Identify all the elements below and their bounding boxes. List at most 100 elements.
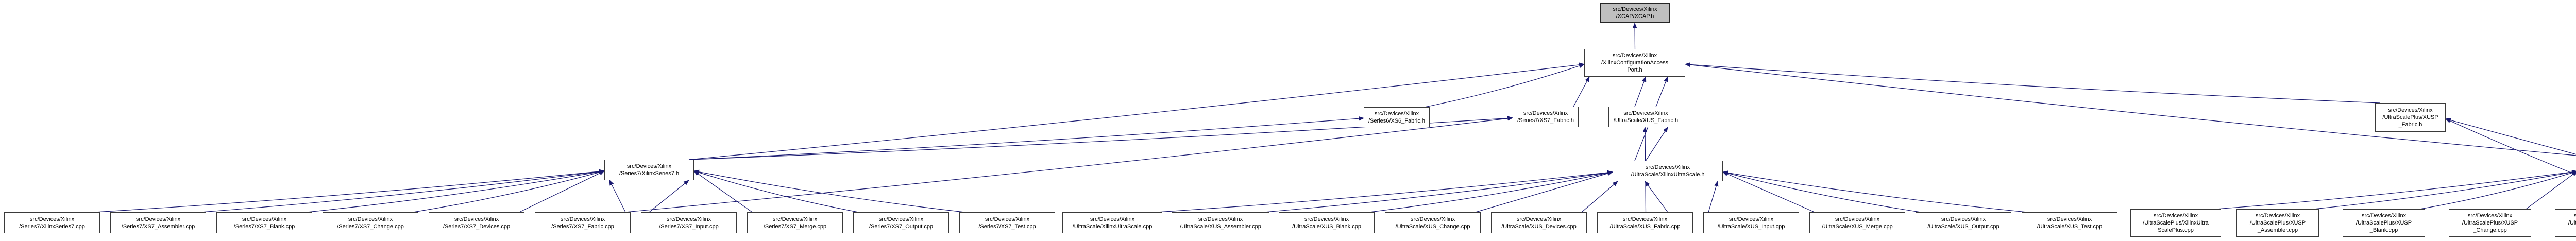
include-edge [1722, 171, 1815, 213]
graph-node-label-line: src/Devices/Xilinx [2255, 213, 2300, 219]
include-edge [625, 116, 1514, 213]
include-edge [1722, 171, 1921, 213]
graph-node-label-line: _Blank.cpp [2369, 227, 2398, 233]
include-edge [649, 180, 689, 213]
graph-node-label-line: /Series7/XS7_Blank.cpp [233, 223, 295, 230]
include-edge [2445, 118, 2576, 175]
graph-node-label-line: /UltraScale/XUS_Merge.cpp [1822, 223, 1893, 230]
graph-node-label-line: /Series7/XS7_Fabric.h [1517, 117, 1574, 124]
graph-node-xusp_devices_cpp[interactable]: src/Devices/Xilinx/UltraScalePlus/XUSP_D… [2555, 209, 2576, 237]
include-edge [1684, 62, 2381, 104]
graph-node-xusp_assembler_cpp[interactable]: src/Devices/Xilinx/UltraScalePlus/XUSP_A… [2236, 209, 2319, 237]
graph-node-label-line: /UltraScale/XUS_Fabric.cpp [1609, 223, 1681, 230]
graph-node-xcaport_h[interactable]: src/Devices/Xilinx/XilinxConfigurationAc… [1584, 49, 1685, 77]
graph-node-label-line: src/Devices/Xilinx [1516, 216, 1562, 222]
include-edge [693, 169, 965, 213]
include-edge [1424, 63, 1585, 108]
graph-node-label-line: src/Devices/Xilinx [1410, 216, 1455, 222]
include-edge [2215, 169, 2576, 210]
include-edge [688, 116, 1365, 160]
graph-node-xs7_merge_cpp[interactable]: src/Devices/Xilinx/Series7/XS7_Merge.cpp [747, 212, 843, 233]
include-edge [307, 169, 605, 213]
graph-node-label-line: /UltraScale/XUS_Blank.cpp [1292, 223, 1361, 230]
graph-node-label-line: src/Devices/Xilinx [2573, 213, 2576, 219]
graph-node-xusp_change_cpp[interactable]: src/Devices/Xilinx/UltraScalePlus/XUSP_C… [2449, 209, 2531, 237]
graph-node-label-line: /UltraScalePlus/XUSP [2382, 114, 2438, 120]
graph-node-xus_input_cpp[interactable]: src/Devices/Xilinx/UltraScale/XUS_Input.… [1703, 212, 1799, 233]
graph-node-label-line: src/Devices/Xilinx [2047, 216, 2092, 222]
graph-node-label-line: /UltraScale/XUS_Devices.cpp [1501, 223, 1577, 230]
graph-node-xs7_change_cpp[interactable]: src/Devices/Xilinx/Series7/XS7_Change.cp… [323, 212, 418, 233]
graph-node-xus_fabric_cpp[interactable]: src/Devices/Xilinx/UltraScale/XUS_Fabric… [1597, 212, 1693, 233]
graph-node-xus_devices_cpp[interactable]: src/Devices/Xilinx/UltraScale/XUS_Device… [1491, 212, 1587, 233]
graph-node-label-line: src/Devices/Xilinx [1623, 110, 1668, 116]
graph-node-xus_change_cpp[interactable]: src/Devices/Xilinx/UltraScale/XUS_Change… [1385, 212, 1481, 233]
graph-node-label-line: src/Devices/Xilinx [626, 163, 672, 169]
graph-node-xs6_fabric_h[interactable]: src/Devices/Xilinx/Series6/XS6_Fabric.h [1364, 107, 1430, 127]
include-edge [1645, 127, 1668, 161]
graph-node-label-line: /Series7/XS7_Assembler.cpp [121, 223, 195, 230]
graph-node-xus_blank_cpp[interactable]: src/Devices/Xilinx/UltraScale/XUS_Blank.… [1279, 212, 1375, 233]
graph-node-xusp_fabric_h[interactable]: src/Devices/Xilinx/UltraScalePlus/XUSP_F… [2375, 103, 2446, 132]
graph-node-ultrascale_cpp[interactable]: src/Devices/Xilinx/UltraScale/XilinxUltr… [1062, 212, 1162, 233]
include-edge [2313, 170, 2576, 210]
include-edge [693, 170, 753, 213]
graph-node-xs7_fabric_h[interactable]: src/Devices/Xilinx/Series7/XS7_Fabric.h [1513, 107, 1579, 127]
graph-node-label-line: src/Devices/Xilinx [135, 216, 181, 222]
graph-node-series7_cpp[interactable]: src/Devices/Xilinx/Series7/XilinxSeries7… [4, 212, 100, 233]
graph-node-label-line: _Change.cpp [2473, 227, 2507, 233]
graph-node-label-line: src/Devices/Xilinx [1622, 216, 1668, 222]
graph-node-xus_output_cpp[interactable]: src/Devices/Xilinx/UltraScale/XUS_Output… [1916, 212, 2011, 233]
graph-node-label-line: /UltraScale/XilinxUltraScale.cpp [1072, 223, 1153, 230]
graph-node-xus_fabric_h[interactable]: src/Devices/Xilinx/UltraScale/XUS_Fabric… [1608, 107, 1683, 127]
include-edge [1722, 170, 2027, 213]
graph-node-label-line: _Fabric.h [2398, 122, 2422, 128]
graph-node-xus_merge_cpp[interactable]: src/Devices/Xilinx/UltraScale/XUS_Merge.… [1809, 212, 1905, 233]
graph-node-label-line: src/Devices/Xilinx [1523, 110, 1568, 116]
graph-node-xus_test_cpp[interactable]: src/Devices/Xilinx/UltraScale/XUS_Test.c… [2022, 212, 2117, 233]
graph-node-label-line: src/Devices/Xilinx [454, 216, 499, 222]
graph-node-label-line: src/Devices/Xilinx [2361, 213, 2406, 219]
graph-node-label-line: /Series7/XilinxSeries7.cpp [19, 223, 85, 230]
graph-node-label-line: /UltraScalePlus/XUSP [2249, 220, 2306, 226]
include-edge [1157, 170, 1614, 213]
graph-node-label-line: /Series7/XS7_Fabric.cpp [551, 223, 614, 230]
graph-node-label-line: /Series7/XS7_Input.cpp [659, 223, 719, 230]
graph-node-xs7_devices_cpp[interactable]: src/Devices/Xilinx/Series7/XS7_Devices.c… [429, 212, 524, 233]
graph-node-label-line: src/Devices/Xilinx [1612, 53, 1657, 59]
graph-node-label-line: src/Devices/Xilinx [1645, 164, 1690, 170]
graph-node-label-line: /Series7/XS7_Merge.cpp [763, 223, 827, 230]
graph-node-xs7_assembler_cpp[interactable]: src/Devices/Xilinx/Series7/XS7_Assembler… [110, 212, 206, 233]
include-edge [1264, 170, 1614, 213]
graph-node-xs7_fabric_cpp[interactable]: src/Devices/Xilinx/Series7/XS7_Fabric.cp… [535, 212, 631, 233]
graph-node-xusp_blank_cpp[interactable]: src/Devices/Xilinx/UltraScalePlus/XUSP_B… [2343, 209, 2425, 237]
include-edge [94, 169, 605, 213]
graph-node-label-line: /UltraScale/XUS_Test.cpp [2037, 223, 2103, 230]
graph-node-label-line: /UltraScale/XUS_Output.cpp [1927, 223, 1999, 230]
graph-node-label-line: /UltraScalePlus/XilinxUltra [2143, 220, 2209, 226]
graph-node-label-line: src/Devices/Xilinx [666, 216, 711, 222]
graph-node-xs7_blank_cpp[interactable]: src/Devices/Xilinx/Series7/XS7_Blank.cpp [216, 212, 312, 233]
graph-node-xs7_input_cpp[interactable]: src/Devices/Xilinx/Series7/XS7_Input.cpp [641, 212, 737, 233]
graph-node-label-line: /UltraScalePlus/XUSP [2355, 220, 2412, 226]
graph-node-label-line: _Assembler.cpp [2257, 227, 2298, 233]
graph-node-label-line: src/Devices/Xilinx [29, 216, 75, 222]
graph-node-label-line: ScalePlus.cpp [2158, 227, 2194, 233]
include-edge [609, 180, 626, 213]
graph-node-label-line: src/Devices/Xilinx [1728, 216, 1774, 222]
graph-node-xus_assembler_cpp[interactable]: src/Devices/Xilinx/UltraScale/XUS_Assemb… [1172, 212, 1269, 233]
graph-node-xs7_output_cpp[interactable]: src/Devices/Xilinx/Series7/XS7_Output.cp… [853, 212, 949, 233]
include-edge [1573, 76, 1590, 107]
graph-node-ultrascaleplus_cpp[interactable]: src/Devices/Xilinx/UltraScalePlus/Xilinx… [2130, 209, 2221, 237]
include-edge [693, 170, 859, 213]
graph-node-xs7_test_cpp[interactable]: src/Devices/Xilinx/Series7/XS7_Test.cpp [959, 212, 1055, 233]
graph-node-series7_h[interactable]: src/Devices/Xilinx/Series7/XilinxSeries7… [604, 160, 694, 180]
include-edge [1708, 180, 1719, 213]
graph-node-ultrascale_h[interactable]: src/Devices/Xilinx/UltraScale/XilinxUltr… [1613, 161, 1723, 181]
graph-node-xcap_h[interactable]: src/Devices/Xilinx/XCAP/XCAP.h [1600, 3, 1670, 23]
graph-node-label-line: /UltraScalePlus/XUSP [2462, 220, 2518, 226]
graph-node-label-line: src/Devices/Xilinx [2153, 213, 2198, 219]
graph-node-label-line: /UltraScale/XUS_Fabric.h [1613, 117, 1679, 124]
graph-node-label-line: /Series6/XS6_Fabric.h [1368, 117, 1426, 124]
